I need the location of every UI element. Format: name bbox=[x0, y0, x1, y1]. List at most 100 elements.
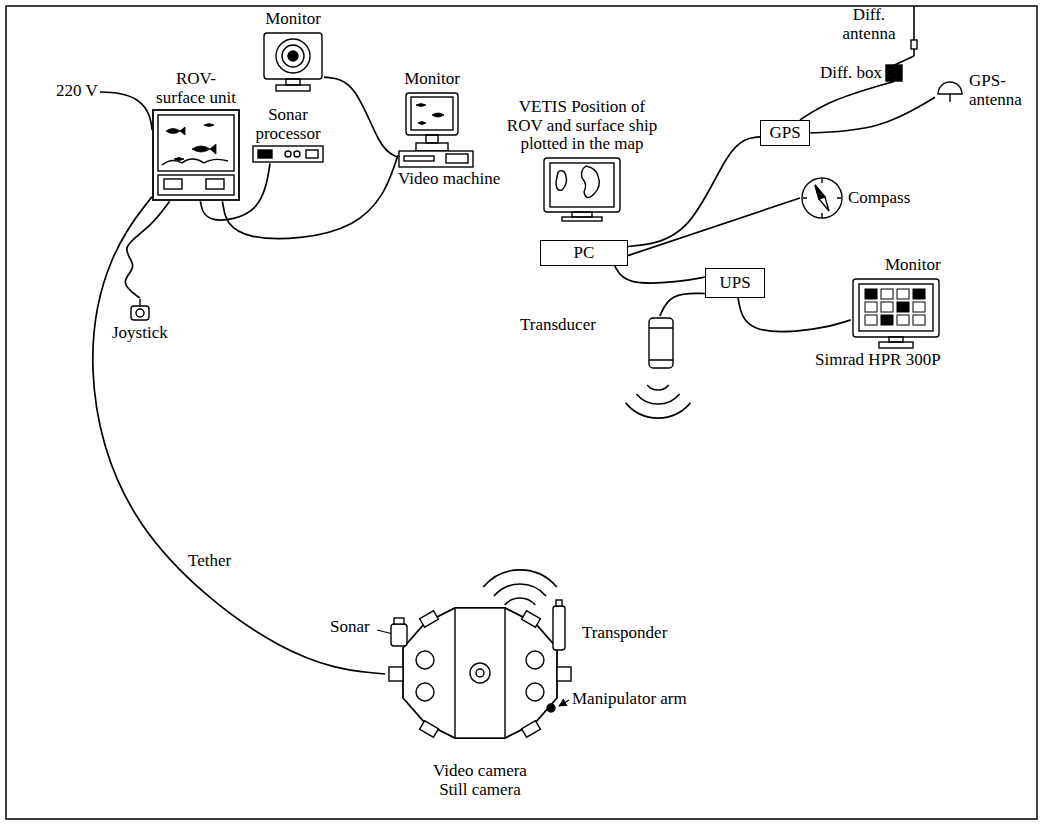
vcr-slot bbox=[404, 156, 434, 161]
vcr-panel bbox=[446, 154, 468, 163]
device-label: Diff. box bbox=[820, 64, 882, 83]
connector-label: Tether bbox=[188, 552, 231, 571]
device-node: Joystick bbox=[112, 298, 168, 343]
float bbox=[416, 651, 434, 669]
device-label: Video camera Still camera bbox=[425, 762, 535, 799]
part-label: 220 V bbox=[56, 82, 98, 101]
power-wire bbox=[100, 92, 152, 130]
compass-needle bbox=[815, 185, 825, 199]
device-icon bbox=[252, 145, 324, 163]
device-label: Compass bbox=[848, 189, 910, 208]
unit-panel bbox=[158, 175, 234, 195]
monitor-case bbox=[406, 93, 458, 135]
screen-cell bbox=[897, 315, 909, 325]
sonar-ring bbox=[282, 45, 304, 67]
device-box: UPS bbox=[705, 268, 765, 298]
device-label: Sonar processor bbox=[250, 106, 326, 143]
screen-cell bbox=[913, 302, 925, 312]
device-node: Sonar processor bbox=[250, 106, 326, 163]
unit-button bbox=[164, 179, 182, 189]
device-label: Monitor bbox=[404, 70, 460, 89]
thruster bbox=[522, 611, 541, 628]
cable-connector bbox=[324, 77, 398, 157]
cable-connector bbox=[810, 97, 935, 133]
cable-connector bbox=[93, 197, 385, 674]
label-anchor: Sonar bbox=[330, 618, 370, 637]
device-label: GPS bbox=[769, 124, 800, 143]
label-anchor: Transponder bbox=[582, 624, 667, 643]
label-anchor: 220 V bbox=[56, 82, 98, 101]
cable-connector bbox=[628, 198, 800, 256]
device-node: Monitor bbox=[262, 10, 324, 93]
device-icon bbox=[935, 80, 965, 102]
cable-connector bbox=[615, 266, 705, 283]
joystick-base bbox=[131, 306, 149, 320]
unit-case bbox=[153, 110, 239, 200]
rov-frame bbox=[403, 608, 557, 738]
monitor-base bbox=[562, 217, 602, 221]
device-icon bbox=[128, 298, 152, 322]
sonar-head bbox=[394, 618, 404, 624]
camera-lens bbox=[476, 669, 484, 677]
device-icon bbox=[904, 6, 924, 56]
screen-cell bbox=[865, 302, 877, 312]
screen-cell bbox=[881, 302, 893, 312]
part-label: Transponder bbox=[582, 624, 667, 643]
processor-knob bbox=[285, 151, 291, 157]
device-node: MonitorSimrad HPR 300P bbox=[815, 256, 941, 369]
acoustic-wave bbox=[636, 394, 679, 404]
device-icon bbox=[262, 31, 324, 93]
device-node: Diff. antenna bbox=[838, 6, 924, 56]
processor-display bbox=[258, 150, 272, 158]
device-label: VETIS Position of ROV and surface ship p… bbox=[502, 98, 662, 154]
unit-button bbox=[206, 179, 224, 189]
device-icon bbox=[404, 91, 460, 153]
float bbox=[526, 651, 544, 669]
antenna-coil bbox=[911, 40, 917, 49]
screen-cell bbox=[913, 289, 925, 299]
device-node: VETIS Position of ROV and surface ship p… bbox=[502, 98, 662, 222]
compass-needle bbox=[815, 185, 829, 211]
monitor-base bbox=[276, 85, 310, 91]
monitor-case bbox=[264, 33, 322, 79]
device-icon bbox=[600, 316, 720, 434]
sonar-ring bbox=[276, 39, 310, 73]
monitor-stand bbox=[889, 337, 903, 342]
device-box: PC bbox=[540, 240, 628, 266]
screen-cell bbox=[881, 315, 893, 325]
screen-cell bbox=[913, 315, 925, 325]
cable-connector bbox=[894, 56, 914, 65]
monitor-stand bbox=[426, 135, 438, 143]
thruster bbox=[420, 721, 439, 738]
device-icon bbox=[851, 277, 941, 349]
leader-arrow bbox=[559, 700, 569, 706]
gps-mast bbox=[949, 94, 950, 102]
cable-connector bbox=[628, 137, 760, 247]
seabed-line bbox=[162, 159, 228, 165]
joystick-knob bbox=[136, 309, 144, 317]
map-island bbox=[556, 171, 567, 191]
device-label: UPS bbox=[719, 274, 750, 293]
part-label: Sonar bbox=[330, 618, 370, 637]
device-node: Compass bbox=[800, 176, 910, 220]
processor-case bbox=[253, 146, 323, 162]
processor-knob bbox=[294, 151, 300, 157]
monitor-screen bbox=[411, 97, 453, 130]
device-label: Monitor bbox=[885, 256, 941, 275]
camera-lens bbox=[470, 663, 490, 683]
thruster bbox=[389, 667, 403, 681]
device-node: ROV- surface unit bbox=[152, 70, 240, 201]
fish-figure bbox=[416, 103, 444, 124]
vcr-case bbox=[399, 151, 473, 167]
device-label: Simrad HPR 300P bbox=[815, 351, 941, 370]
cable-connector bbox=[800, 81, 894, 120]
thruster bbox=[420, 611, 439, 628]
transducer-band bbox=[649, 328, 673, 360]
unit-screen bbox=[158, 115, 234, 171]
diff-box bbox=[886, 65, 902, 81]
cable-connector bbox=[738, 298, 851, 332]
cable-connector bbox=[125, 201, 169, 298]
monitor-stand bbox=[286, 79, 300, 85]
monitor-case bbox=[853, 279, 939, 337]
